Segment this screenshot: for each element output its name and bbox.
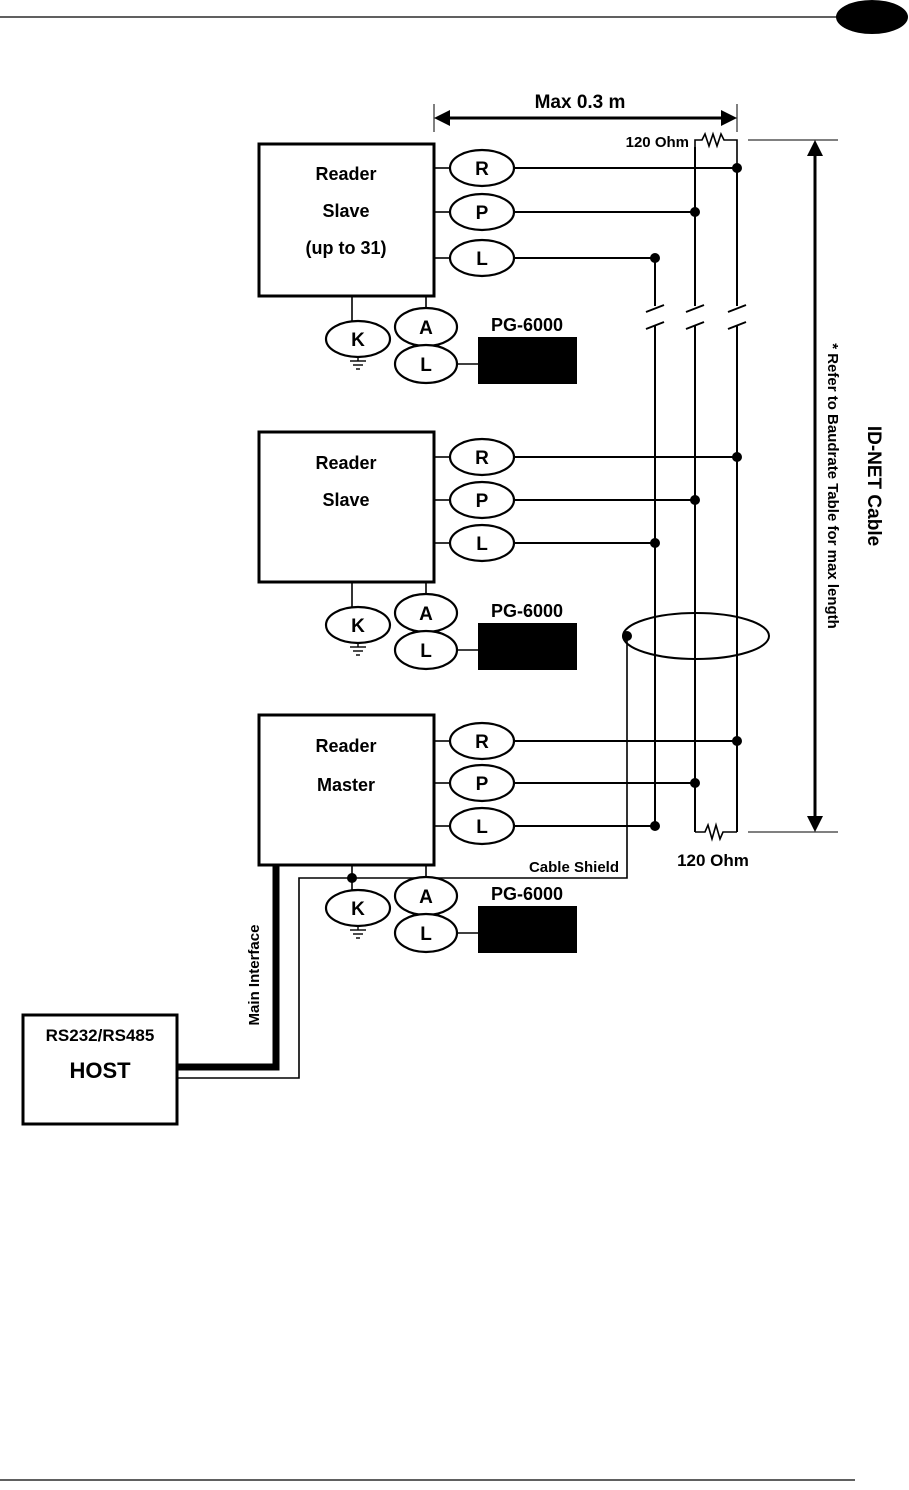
pin-l2-label: L: [420, 641, 432, 662]
junction-dot: [650, 821, 660, 831]
junction-dot: [690, 778, 700, 788]
pg-6000-device: [478, 337, 577, 384]
pin-r-label: R: [475, 732, 489, 753]
terminator-top: 120 Ohm: [626, 134, 737, 305]
reader-label: Reader: [315, 736, 376, 756]
pin-l2-label: L: [420, 924, 432, 945]
junction-dot: [690, 207, 700, 217]
reader-slave-1: Reader Slave (up to 31): [259, 144, 434, 296]
junction-dot: [650, 253, 660, 263]
pg-6000-label: PG-6000: [491, 884, 563, 904]
pin-l-label: L: [476, 534, 488, 555]
baudrate-note: * Refer to Baudrate Table for max length: [824, 343, 841, 629]
pg-6000-label: PG-6000: [491, 601, 563, 621]
junction-dot: [690, 495, 700, 505]
max-length-label: Max 0.3 m: [535, 92, 626, 113]
max-length-dimension: Max 0.3 m: [434, 92, 737, 132]
pin-p-label: P: [476, 774, 489, 795]
reader-role: Slave: [322, 490, 369, 510]
pin-l2-label: L: [420, 355, 432, 376]
reader-slave-2: Reader Slave: [259, 432, 434, 582]
pg-6000-device: [478, 623, 577, 670]
cable-shield-label: Cable Shield: [529, 859, 619, 876]
reader-role: Slave: [322, 201, 369, 221]
page-tab: [836, 0, 908, 34]
shield-ground-junction: [347, 873, 357, 883]
reader-note: (up to 31): [306, 238, 387, 258]
pin-p-label: P: [476, 491, 489, 512]
junction-dot: [732, 452, 742, 462]
pin-r-label: R: [475, 448, 489, 469]
pin-k-label: K: [351, 330, 365, 351]
pin-k-label: K: [351, 616, 365, 637]
main-interface-cable: Main Interface: [178, 866, 276, 1067]
terminator-top-label: 120 Ohm: [626, 134, 689, 151]
host: RS232/RS485 HOST: [23, 1015, 177, 1124]
junction-dot: [732, 163, 742, 173]
pin-p-label: P: [476, 203, 489, 224]
reader-label: Reader: [315, 164, 376, 184]
cable-length-dimension: ID-NET Cable * Refer to Baudrate Table f…: [748, 140, 884, 832]
ground-icon: [350, 926, 366, 938]
id-net-cable-label: ID-NET Cable: [863, 426, 884, 546]
ground-icon: [350, 643, 366, 655]
junction-dot: [732, 736, 742, 746]
pin-a-label: A: [419, 887, 433, 908]
reader-label: Reader: [315, 453, 376, 473]
pin-a-label: A: [419, 318, 433, 339]
main-interface-label: Main Interface: [246, 925, 263, 1026]
reader-master: Reader Master: [259, 715, 434, 865]
junction-dot: [650, 538, 660, 548]
pg-6000-device: [478, 906, 577, 953]
pin-k-label: K: [351, 899, 365, 920]
ground-icon: [350, 357, 366, 369]
pin-l-label: L: [476, 817, 488, 838]
pin-r-label: R: [475, 159, 489, 180]
terminator-bottom-label: 120 Ohm: [677, 851, 749, 870]
pin-a-label: A: [419, 604, 433, 625]
reader-role: Master: [317, 775, 375, 795]
host-interface-label: RS232/RS485: [46, 1026, 155, 1045]
cable-shield: Cable Shield: [178, 613, 769, 1078]
pg-6000-label: PG-6000: [491, 315, 563, 335]
terminator-bottom: 120 Ohm: [677, 825, 749, 870]
pin-l-label: L: [476, 249, 488, 270]
host-label: HOST: [69, 1058, 131, 1083]
